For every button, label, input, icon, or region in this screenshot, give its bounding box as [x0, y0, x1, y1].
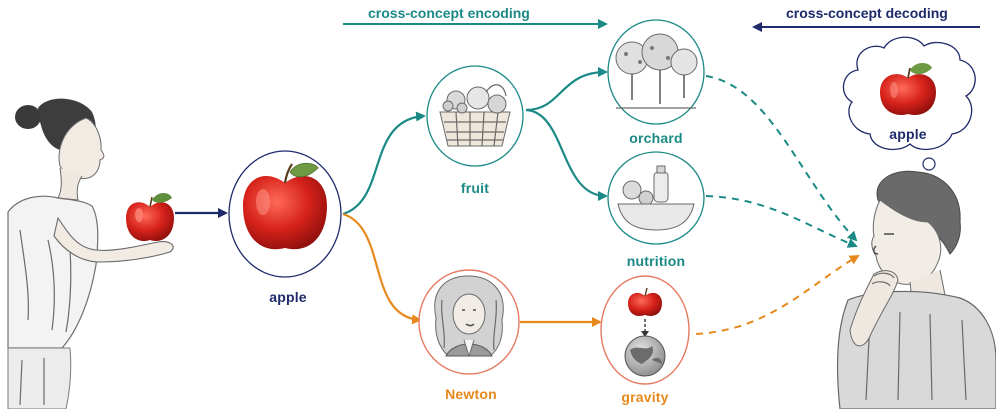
woman-holding-apple-illustration: [7, 98, 174, 409]
orchard-to-listener-dashed: [705, 75, 858, 242]
apple-to-fruit-arrow: [342, 111, 426, 216]
nutrition-node[interactable]: [607, 151, 705, 245]
fruit-label: fruit: [460, 180, 490, 196]
gravity-to-listener-dashed: [695, 254, 860, 335]
fruit-node[interactable]: [426, 65, 524, 167]
decoding-header: cross-concept decoding: [786, 5, 948, 21]
gravity-apple-icon: [628, 292, 662, 316]
thought-apple-label: apple: [889, 126, 927, 142]
gravity-label: gravity: [621, 389, 669, 405]
fruit-to-orchard-arrow: [525, 67, 608, 112]
orchard-label: orchard: [629, 130, 683, 146]
newton-node[interactable]: [418, 269, 520, 375]
man-thinking-illustration: [837, 170, 996, 409]
apple-node[interactable]: [228, 150, 342, 278]
thought-apple-icon: [880, 63, 936, 116]
orchard-node[interactable]: [607, 19, 705, 125]
held-apple-icon: [126, 193, 174, 242]
thought-bubble-icon: [842, 36, 976, 182]
nutrition-label: nutrition: [626, 253, 686, 269]
nutrition-to-listener-dashed: [705, 195, 858, 248]
newton-label: Newton: [445, 386, 497, 402]
apple-label: apple: [269, 289, 307, 305]
fruit-to-nutrition-arrow: [525, 108, 608, 201]
apple-to-newton-arrow: [342, 212, 422, 325]
encoding-header: cross-concept encoding: [368, 5, 530, 21]
gravity-node[interactable]: [600, 275, 690, 385]
